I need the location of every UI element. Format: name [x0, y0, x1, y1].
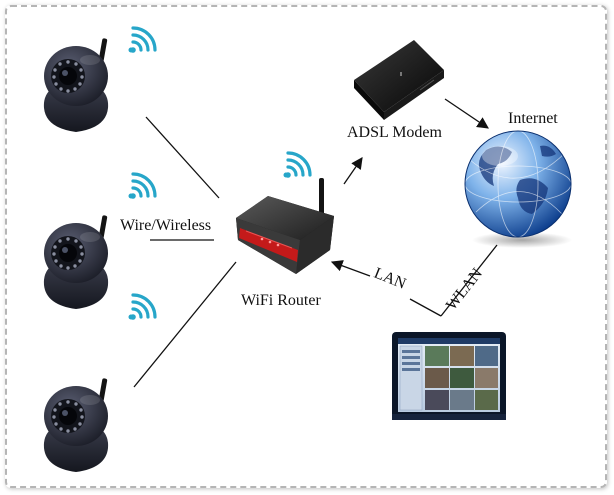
wifi-signal-icon	[130, 295, 155, 320]
ip-camera-icon	[43, 378, 109, 472]
lan-arrow	[330, 260, 371, 277]
camera1-connection-line	[145, 116, 220, 199]
wire-wireless-label: Wire/Wireless	[120, 217, 211, 234]
wlan-label: WLAN	[443, 265, 486, 314]
wifi-signal-icon	[130, 28, 155, 53]
wlan-line	[440, 244, 498, 317]
ip-camera-icon	[43, 215, 109, 309]
router-to-modem-arrow	[343, 157, 363, 185]
internet-label: Internet	[508, 110, 558, 127]
wifi-signal-icon	[285, 153, 310, 178]
wifi-router-icon	[236, 178, 334, 274]
dashed-frame	[5, 5, 607, 488]
adsl-modem-label: ADSL Modem	[347, 124, 443, 141]
globe-icon	[464, 130, 572, 248]
wifi-signal-icon	[130, 174, 155, 199]
adsl-modem-icon	[354, 40, 444, 120]
camera3-connection-line	[133, 261, 237, 388]
monitor-icon	[392, 332, 506, 420]
lan-label: LAN	[372, 265, 409, 293]
modem-to-internet-arrow	[444, 98, 489, 129]
wifi-router-label: WiFi Router	[241, 292, 321, 309]
lan-line-lower	[409, 298, 442, 317]
ip-camera-icon	[43, 38, 109, 133]
